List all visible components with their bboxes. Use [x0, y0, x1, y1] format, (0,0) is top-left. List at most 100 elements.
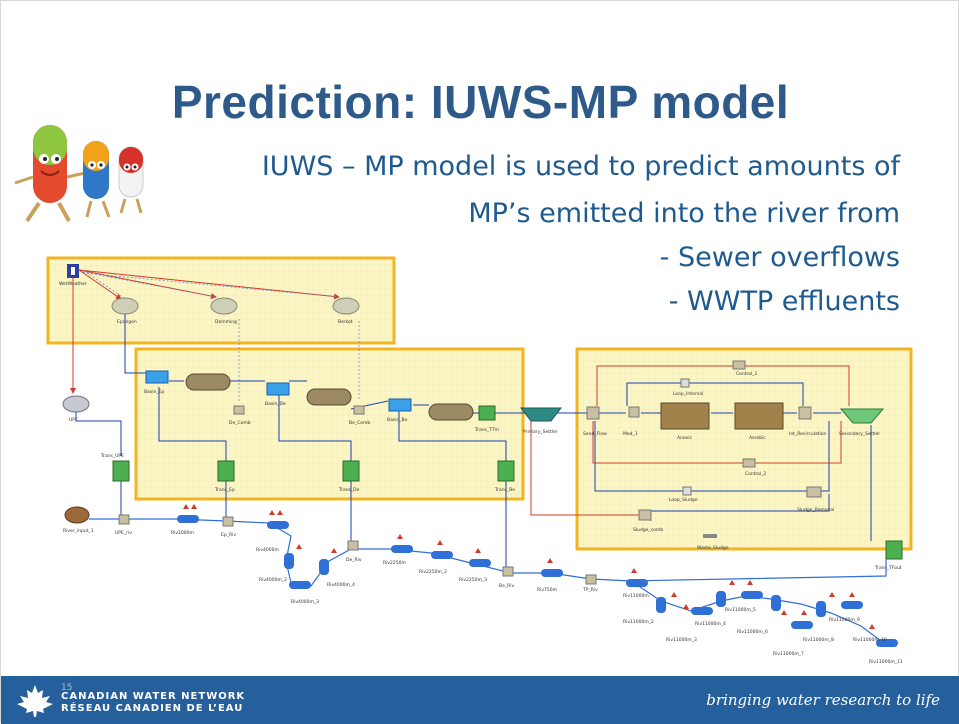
footer-slogan: bringing water research to life: [706, 691, 940, 709]
body-line-3: - Sewer overflows: [659, 242, 900, 273]
svg-text:Trans_UPE: Trans_UPE: [100, 453, 124, 459]
mp-marker: [671, 592, 677, 597]
svg-text:Ep_Riv: Ep_Riv: [221, 532, 236, 538]
mp-marker: [781, 610, 787, 615]
svg-text:Riv11000m_6: Riv11000m_6: [737, 629, 768, 635]
svg-text:Riv11000m_11: Riv11000m_11: [869, 659, 903, 665]
river-segment: [541, 569, 563, 577]
mp-marker: [183, 504, 189, 509]
svg-text:Loop_Sludge: Loop_Sludge: [669, 497, 698, 503]
river-segment: [319, 559, 329, 575]
svg-text:Trans_De: Trans_De: [338, 487, 360, 493]
mp-marker: [869, 624, 875, 629]
sewer-pipe-1: [185, 373, 231, 391]
trans-de: Trans_De: [338, 460, 360, 493]
svg-text:Basin_Be: Basin_Be: [387, 417, 408, 423]
iuws-mp-model-diagram: WetWeather Epangen Demming Berk: [46, 256, 913, 665]
trans-tfout: Trans_TFout: [874, 540, 903, 571]
mp-marker: [849, 592, 855, 597]
svg-text:UPE: UPE: [69, 417, 78, 423]
pill-mascots-illustration: [14, 125, 144, 223]
svg-text:De_Riv: De_Riv: [346, 557, 362, 563]
mp-marker: [269, 510, 275, 515]
de-riv-junction: [347, 540, 359, 551]
river-segment: [791, 621, 813, 629]
demming-catchment: Demming: [210, 297, 238, 325]
river-segment: [284, 553, 294, 569]
mp-marker: [191, 504, 197, 509]
control-1-node: Control_1: [732, 360, 758, 377]
mp-marker: [475, 548, 481, 553]
svg-text:Riv11000m_4: Riv11000m_4: [695, 621, 726, 627]
svg-text:Be_Comb: Be_Comb: [349, 420, 370, 426]
secondary-settler: Secondary_Settler: [839, 408, 885, 437]
sewer-pipe-2: [306, 388, 352, 406]
maple-leaf-icon: [17, 685, 53, 717]
svg-text:Riv4000m_2: Riv4000m_2: [259, 577, 287, 583]
body-line-2: MP’s emitted into the river from: [468, 198, 900, 229]
trans-be: Trans_Be: [494, 460, 515, 493]
svg-text:Control_1: Control_1: [736, 371, 758, 377]
svg-text:Riv750m: Riv750m: [537, 587, 557, 593]
mp-marker: [829, 592, 835, 597]
svg-text:Riv2250m_2: Riv2250m_2: [419, 569, 447, 575]
page-number: 15: [61, 683, 73, 693]
body-line-1: IUWS – MP model is used to predict amoun…: [261, 151, 900, 182]
mp-marker: [547, 558, 553, 563]
svg-text:Riv4000m_4: Riv4000m_4: [327, 582, 355, 588]
mp-marker: [801, 610, 807, 615]
de-comb-node: [233, 405, 245, 415]
river-segment: [431, 551, 453, 559]
river-segment: [391, 545, 413, 553]
river-segment: [771, 595, 781, 611]
svg-text:Riv11000m_2: Riv11000m_2: [623, 619, 654, 625]
river-segment: [267, 521, 289, 529]
mp-marker: [277, 510, 283, 515]
svg-text:River_input_1: River_input_1: [63, 528, 94, 534]
river-segment: [741, 591, 763, 599]
red-pill-character: [118, 146, 144, 214]
river-segment: [841, 601, 863, 609]
svg-text:Riv11000m_7: Riv11000m_7: [773, 651, 804, 657]
svg-text:Riv11000m_10: Riv11000m_10: [853, 637, 887, 643]
svg-text:Trans_TFout: Trans_TFout: [874, 565, 902, 571]
wwtp-box: [575, 347, 913, 551]
svg-text:Aerobic: Aerobic: [749, 435, 766, 441]
loop-internal-node: Loop_Internal: [673, 378, 703, 397]
svg-text:Riv11000m_5: Riv11000m_5: [725, 607, 756, 613]
svg-text:Basin_De: Basin_De: [265, 401, 286, 407]
be-riv-junction: [502, 566, 514, 577]
mp-marker: [683, 604, 689, 609]
svg-text:Sand_Flow: Sand_Flow: [583, 431, 607, 437]
svg-text:Demming: Demming: [215, 319, 237, 325]
svg-text:Riv2250m_3: Riv2250m_3: [459, 577, 487, 583]
svg-text:UPE_riv: UPE_riv: [115, 530, 132, 536]
green-pill-character: [14, 125, 86, 223]
mp-marker: [331, 548, 337, 553]
svg-text:Waste_Sludge: Waste_Sludge: [697, 545, 729, 551]
svg-text:Riv4000m: Riv4000m: [256, 547, 279, 553]
organization-name-en: CANADIAN WATER NETWORK: [61, 691, 246, 702]
berkot-catchment: Berkot: [332, 297, 360, 325]
svg-text:Riv11000m_9: Riv11000m_9: [829, 617, 860, 623]
mp-marker: [437, 540, 443, 545]
svg-text:Primary_Settler: Primary_Settler: [523, 429, 558, 435]
organization-name-fr: RÉSEAU CANADIEN DE L’EAU: [61, 703, 244, 714]
primary-settler: Primary_Settler: [519, 407, 563, 435]
svg-text:Secondary_Settler: Secondary_Settler: [839, 431, 880, 437]
sludge-removal-node: Sludge_Removal: [797, 486, 834, 513]
upe-riv-junction: [118, 514, 130, 525]
mp-marker: [397, 534, 403, 539]
svg-text:Berkot: Berkot: [338, 319, 353, 325]
river-segment: [876, 639, 898, 647]
mp-marker: [631, 568, 637, 573]
river-segment: [289, 581, 311, 589]
orange-pill-character: [83, 141, 111, 218]
trans-ep: Trans_Ep: [214, 460, 235, 493]
ep-riv-junction: [222, 516, 234, 527]
svg-text:Riv1000m: Riv1000m: [171, 530, 194, 536]
footer-bar: [1, 676, 959, 724]
river-segment: [716, 591, 726, 607]
int-recirculation-node: Int_Recirculation: [789, 406, 826, 437]
trans-upe: Trans_UPE: [100, 453, 130, 482]
